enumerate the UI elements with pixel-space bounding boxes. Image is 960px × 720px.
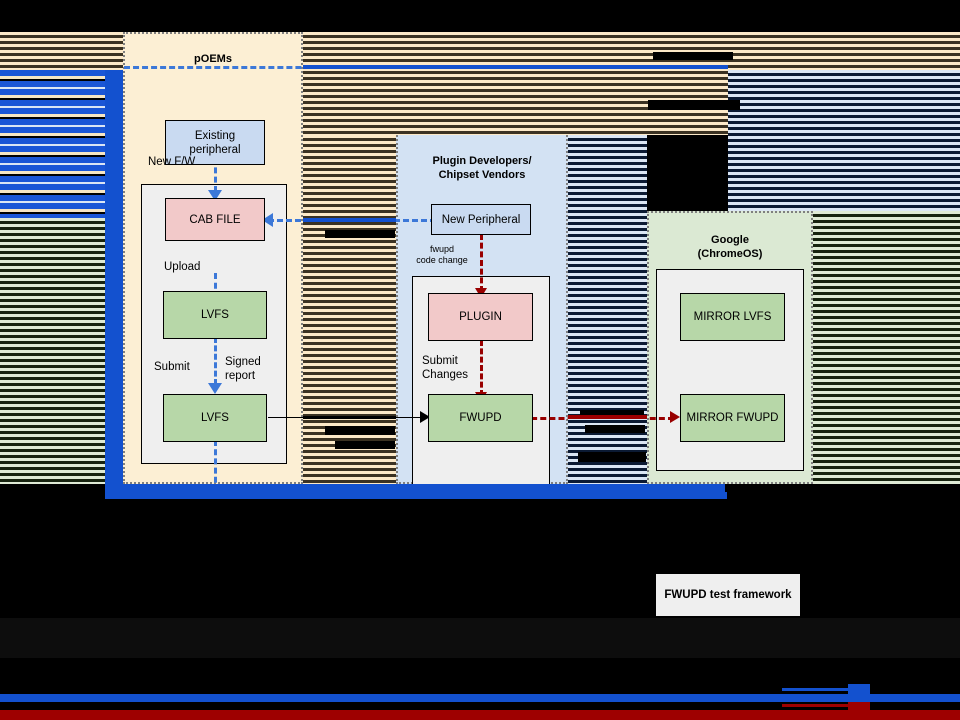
glitch-black-bar-8 [335, 441, 395, 449]
edge-label-signed-report-2: report [225, 370, 256, 382]
node-mirror-fwupd-label: MIRROR FWUPD [686, 412, 779, 424]
node-lvfs-signed-label: LVFS [201, 412, 229, 424]
node-fwupd-label: FWUPD [459, 412, 502, 424]
glitch-stripes-upper-left [0, 32, 123, 70]
node-cab-file[interactable]: CAB FILE [165, 198, 265, 241]
edge-label-signed-report-1: Signed [225, 356, 261, 368]
flowchart-diagram: pOEMs Plugin Developers/ Chipset Vendors… [0, 32, 960, 492]
edge-newperipheral-to-cab [268, 219, 436, 222]
glitch-footer-rail-2 [105, 492, 727, 499]
edge-top-rail [124, 66, 960, 69]
arrowhead-existing-to-cab [208, 190, 222, 201]
node-existing-peripheral[interactable]: Existing peripheral [165, 120, 265, 165]
edge-lvfs-to-fwupd [268, 417, 423, 418]
edge-label-upload: Upload [164, 261, 201, 273]
edge-label-submit-changes-2: Changes [422, 369, 469, 381]
glitch-black-bar-5 [585, 425, 645, 433]
glitch-bottom-blue-3 [0, 694, 960, 702]
glitch-stripes-top [303, 32, 728, 135]
swimlane-plugin-title-1: Plugin Developers/ [432, 155, 532, 167]
arrowhead-fwupd-to-mirror [670, 411, 680, 423]
edge-label-submit-changes-1: Submit [422, 355, 458, 367]
swimlane-poems-title: pOEMs [194, 53, 232, 65]
glitch-stripes-right-upper [728, 70, 960, 211]
arrowhead-newperipheral-to-cab [262, 213, 273, 227]
glitch-stripes-mid-left-col [303, 135, 396, 484]
glitch-stripes-blue-band-left [0, 70, 123, 218]
arrowhead-lvfs-to-lvfs [208, 383, 222, 394]
edge-label-submit: Submit [154, 361, 190, 373]
glitch-black-bar-3 [325, 230, 395, 238]
glitch-black-bar-2 [648, 100, 740, 110]
node-existing-peripheral-line2: peripheral [189, 143, 241, 156]
glitch-black-bar-1 [653, 52, 733, 60]
glitch-bottom-red-3 [0, 710, 960, 720]
edge-lvfs-downstream [214, 440, 217, 492]
edge-plugin-to-fwupd [480, 340, 483, 396]
glitch-stripes-mid-col [568, 135, 647, 484]
node-existing-peripheral-line1: Existing [194, 129, 236, 142]
glitch-blue-block-left [105, 70, 123, 484]
glitch-stripes-right [813, 211, 960, 484]
node-fwupd[interactable]: FWUPD [428, 394, 533, 442]
edge-label-fwupd-code-change-1: fwupd [429, 244, 455, 254]
swimlane-plugin-title-2: Chipset Vendors [438, 169, 526, 181]
swimlane-google-title-1: Google [711, 234, 749, 246]
fwupd-test-framework-label: FWUPD test framework [664, 589, 792, 601]
swimlane-google-title-2: (ChromeOS) [697, 248, 763, 260]
node-plugin-label: PLUGIN [459, 311, 502, 323]
glitch-stripes-top-right [728, 32, 960, 70]
node-mirror-lvfs-label: MIRROR LVFS [693, 311, 772, 323]
fwupd-test-framework-card[interactable]: FWUPD test framework [656, 574, 800, 616]
glitch-black-bar-6 [578, 452, 646, 462]
node-new-peripheral[interactable]: New Peripheral [431, 204, 531, 235]
glitch-bottom-blue-1 [782, 688, 848, 691]
glitch-black-bar-7 [325, 426, 395, 435]
edge-newperipheral-to-plugin [480, 234, 483, 292]
arrowhead-lvfs-to-fwupd [420, 411, 430, 423]
edge-fwupd-to-mirror [522, 417, 674, 420]
node-cab-file-label: CAB FILE [189, 213, 241, 226]
node-lvfs-signed[interactable]: LVFS [163, 394, 267, 442]
glitch-bottom-red-2 [848, 702, 870, 712]
node-lvfs-upload[interactable]: LVFS [163, 291, 267, 339]
node-mirror-fwupd[interactable]: MIRROR FWUPD [680, 394, 785, 442]
node-new-peripheral-label: New Peripheral [441, 213, 521, 226]
edge-label-new-fw: New F/W [148, 156, 196, 168]
edge-label-fwupd-code-change-2: code change [416, 255, 468, 265]
glitch-bottom-blue-2 [848, 684, 870, 696]
edge-lvfs-to-lvfs [214, 337, 217, 385]
glitch-bottom-dark-band [0, 618, 960, 658]
node-lvfs-upload-label: LVFS [201, 309, 229, 321]
glitch-bottom-red-1 [782, 704, 848, 707]
node-plugin[interactable]: PLUGIN [428, 293, 533, 341]
glitch-stripes-far-left [0, 218, 110, 484]
node-mirror-lvfs[interactable]: MIRROR LVFS [680, 293, 785, 341]
